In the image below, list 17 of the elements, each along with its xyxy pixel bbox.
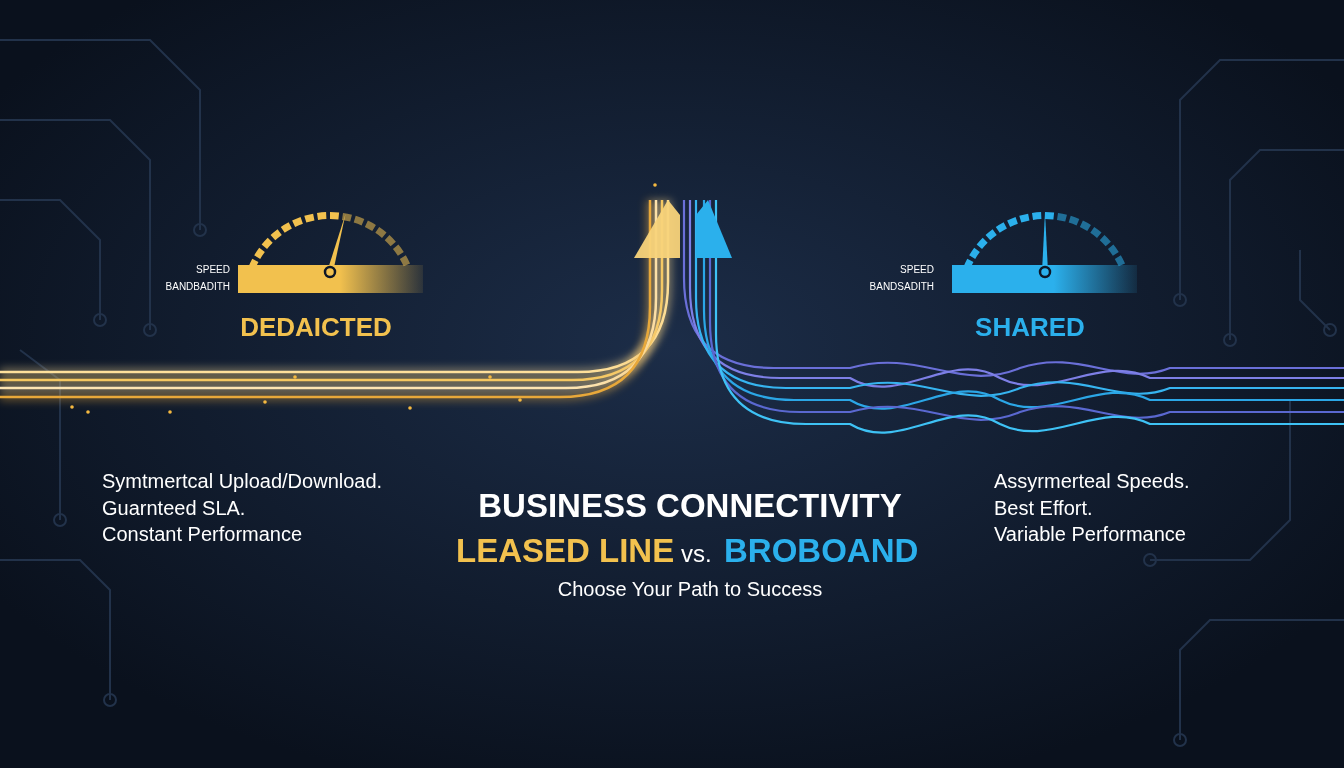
- subtitle-text: BROBOAND: [724, 532, 919, 570]
- gauge-label: SPEED: [899, 264, 934, 275]
- feature-text: Guarnteed SLA.: [102, 497, 246, 520]
- gauge-label: SPEED: [195, 264, 230, 275]
- tagline: Choose Your Path to Success: [556, 578, 824, 601]
- subtitle-text: LEASED LINE: [456, 532, 675, 570]
- gauge-label: BANDBADITH: [164, 281, 230, 292]
- feature-text: Variable Performance: [994, 523, 1186, 546]
- feature-text: Assyrmerteal Speeds.: [994, 470, 1190, 493]
- title: BUSINESS CONNECTIVITY: [477, 487, 903, 525]
- gauge-label: BANDSADITH: [868, 281, 934, 292]
- category-heading: SHARED: [974, 312, 1086, 343]
- category-heading: DEDAICTED: [239, 312, 393, 343]
- feature-text: Best Effort.: [994, 497, 1093, 520]
- subtitle-text: vs.: [681, 540, 712, 568]
- feature-text: Constant Performance: [102, 523, 303, 546]
- feature-text: Symtmertcal Upload/Download.: [102, 470, 383, 493]
